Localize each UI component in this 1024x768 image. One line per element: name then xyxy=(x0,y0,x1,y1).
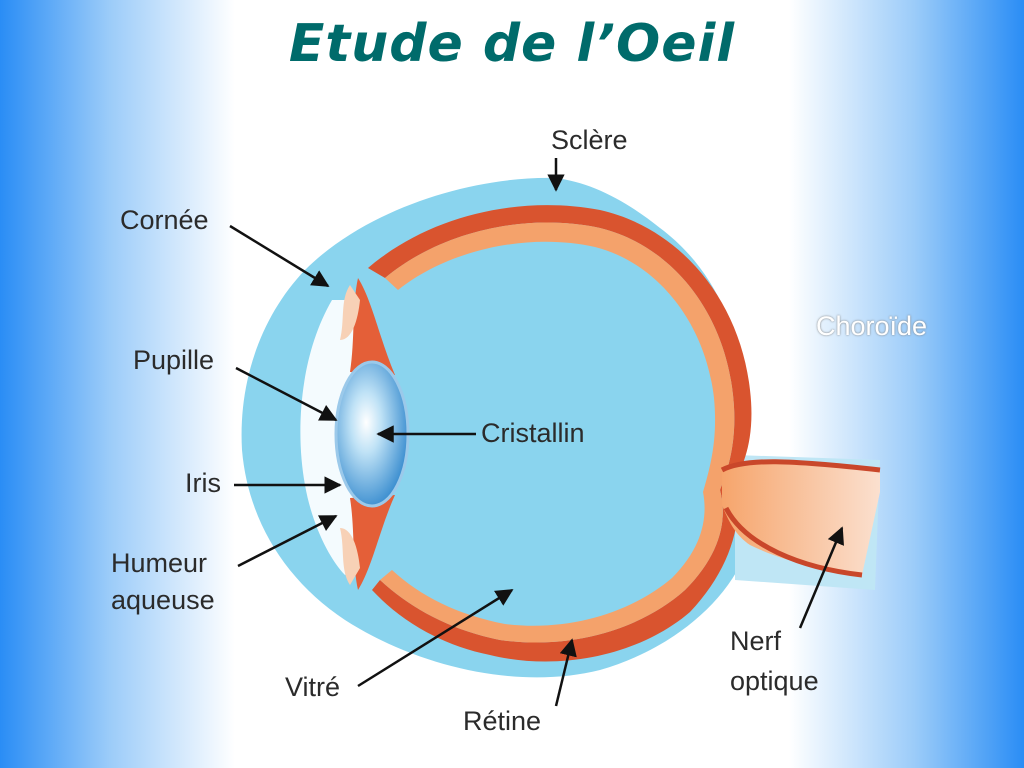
label-vitre: Vitré xyxy=(285,672,341,702)
choroid-layer xyxy=(368,205,752,662)
retina-layer xyxy=(380,222,735,643)
label-nerf-line2: optique xyxy=(730,666,819,696)
cornea-bumps-bottom xyxy=(340,528,360,585)
cornea-bumps-top xyxy=(340,285,360,340)
label-iris: Iris xyxy=(185,468,221,498)
optic-nerve-edge-bottom xyxy=(723,506,863,578)
label-humeur-line2: aqueuse xyxy=(111,585,215,615)
arrow-retine xyxy=(554,638,577,707)
arrow-vitre xyxy=(357,588,514,688)
label-humeur-line1: Humeur xyxy=(111,548,208,578)
optic-nerve-edge-top xyxy=(720,459,881,473)
arrow-humeur xyxy=(237,514,338,568)
label-retine: Rétine xyxy=(463,706,542,736)
anterior-chamber xyxy=(300,300,360,575)
label-nerf-line1: Nerf xyxy=(730,626,782,656)
arrow-pupille xyxy=(235,366,338,422)
arrow-nerf xyxy=(798,526,844,629)
label-choroide: Choroïde xyxy=(816,311,928,341)
iris-lower xyxy=(350,495,395,590)
iris-upper xyxy=(350,278,395,375)
label-cristallin: Cristallin xyxy=(481,418,585,448)
label-cornee: Cornée xyxy=(120,205,209,235)
label-pupille: Pupille xyxy=(133,345,215,375)
slide-title: Etude de l’Oeil xyxy=(288,14,736,74)
arrow-cornee xyxy=(229,224,330,288)
label-sclere: Sclère xyxy=(551,125,628,155)
